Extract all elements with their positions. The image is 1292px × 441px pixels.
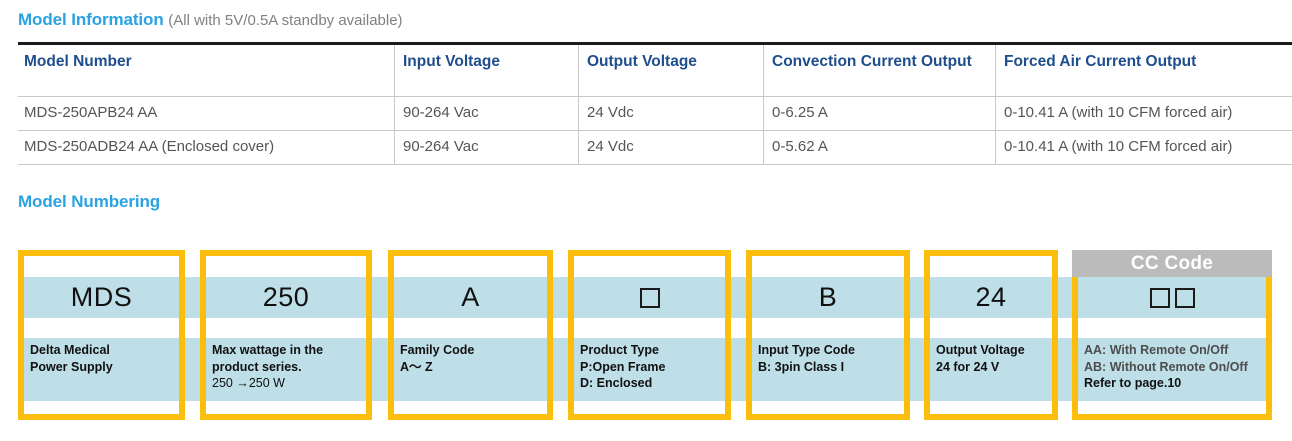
cell-output-voltage: 24 Vdc xyxy=(578,96,764,131)
segment-header-cc-code: CC Code xyxy=(1072,250,1272,277)
column-header-convection-current-output: Convection Current Output xyxy=(763,42,996,97)
segment-description-family-code: Family Code A～ Z xyxy=(394,338,547,401)
empty-square-icon xyxy=(1149,287,1170,308)
segment-description-wattage: Max wattage in the product series. 250 →… xyxy=(206,338,366,401)
cell-forced-air-current-output: 0-10.41 A (with 10 CFM forced air) xyxy=(995,96,1292,131)
numbering-segment-family-code: A Family Code A～ Z xyxy=(388,250,553,420)
segment-desc-line: 24 for 24 V xyxy=(936,359,1000,374)
segment-code-cc-code xyxy=(1072,277,1272,318)
segment-desc-line: AA: With Remote On/Off xyxy=(1084,343,1229,357)
segment-code-product-type xyxy=(568,277,731,318)
segment-desc-plain-line: 250 →250 W xyxy=(212,376,285,391)
segment-desc-line: A～ Z xyxy=(400,359,433,374)
model-information-heading: Model Information (All with 5V/0.5A stan… xyxy=(18,10,403,30)
code-band-background xyxy=(18,277,1272,318)
segment-code-output-voltage: 24 xyxy=(975,282,1007,312)
column-header-model-number: Model Number xyxy=(18,42,395,97)
model-information-heading-text: Model Information xyxy=(18,10,164,29)
segment-description-cc-code: AA: With Remote On/Off AB: Without Remot… xyxy=(1078,338,1266,401)
table-header-row: Model Number Input Voltage Output Voltag… xyxy=(18,42,1292,97)
model-numbering-diagram: MDS Delta Medical Power Supply 250 Max w… xyxy=(0,250,1292,422)
segment-desc-line: P:Open Frame xyxy=(580,359,666,374)
segment-desc-line: Refer to page.10 xyxy=(1084,376,1182,391)
model-numbering-heading-text: Model Numbering xyxy=(18,192,161,211)
cell-output-voltage: 24 Vdc xyxy=(578,130,764,165)
segment-description-output-voltage: Output Voltage 24 for 24 V xyxy=(930,338,1052,401)
segment-description-mds: Delta Medical Power Supply xyxy=(24,338,179,401)
cell-model-number: MDS-250APB24 AA xyxy=(18,96,395,131)
description-band-background xyxy=(18,338,1272,401)
segment-code-input-type: B xyxy=(818,282,838,312)
cell-convection-current-output: 0-6.25 A xyxy=(763,96,996,131)
segment-desc-line: Output Voltage xyxy=(936,343,1025,357)
empty-square-icon xyxy=(1174,287,1195,308)
segment-desc-line: D: Enclosed xyxy=(580,376,653,391)
cell-input-voltage: 90-264 Vac xyxy=(394,96,579,131)
segment-desc-line: Family Code xyxy=(400,343,475,357)
segment-desc-line: Delta Medical xyxy=(30,343,110,357)
model-numbering-heading: Model Numbering xyxy=(18,192,160,212)
column-header-input-voltage: Input Voltage xyxy=(394,42,579,97)
model-information-subheading: (All with 5V/0.5A standby available) xyxy=(168,12,403,29)
segment-desc-line: B: 3pin Class I xyxy=(758,359,845,374)
numbering-segment-input-type: B Input Type Code B: 3pin Class I xyxy=(746,250,910,420)
numbering-segment-mds: MDS Delta Medical Power Supply xyxy=(18,250,185,420)
segment-code-family-code: A xyxy=(461,282,480,312)
empty-square-icon xyxy=(639,287,660,308)
cell-forced-air-current-output: 0-10.41 A (with 10 CFM forced air) xyxy=(995,130,1292,165)
column-header-forced-air-current-output: Forced Air Current Output xyxy=(995,42,1292,97)
segment-desc-line: Input Type Code xyxy=(758,343,855,357)
table-row: MDS-250ADB24 AA (Enclosed cover) 90-264 … xyxy=(18,130,1292,165)
numbering-segment-cc-code: CC Code AA: With Remote On/Off AB: Witho… xyxy=(1072,250,1272,420)
segment-desc-line: product series. xyxy=(212,359,302,374)
segment-description-input-type: Input Type Code B: 3pin Class I xyxy=(752,338,904,401)
segment-description-product-type: Product Type P:Open Frame D: Enclosed xyxy=(574,338,725,401)
segment-desc-line: Power Supply xyxy=(30,359,113,374)
segment-desc-line: Product Type xyxy=(580,343,659,357)
cell-input-voltage: 90-264 Vac xyxy=(394,130,579,165)
numbering-segment-wattage: 250 Max wattage in the product series. 2… xyxy=(200,250,372,420)
numbering-segment-output-voltage: 24 Output Voltage 24 for 24 V xyxy=(924,250,1058,420)
model-information-table: Model Number Input Voltage Output Voltag… xyxy=(18,42,1292,165)
segment-desc-line: Max wattage in the xyxy=(212,343,324,357)
segment-code-mds: MDS xyxy=(70,282,133,312)
table-row: MDS-250APB24 AA 90-264 Vac 24 Vdc 0-6.25… xyxy=(18,96,1292,131)
column-header-output-voltage: Output Voltage xyxy=(578,42,764,97)
segment-desc-line: AB: Without Remote On/Off xyxy=(1084,359,1248,374)
cell-model-number: MDS-250ADB24 AA (Enclosed cover) xyxy=(18,130,395,165)
cell-convection-current-output: 0-5.62 A xyxy=(763,130,996,165)
segment-code-wattage: 250 xyxy=(262,282,310,312)
numbering-segment-product-type: Product Type P:Open Frame D: Enclosed xyxy=(568,250,731,420)
